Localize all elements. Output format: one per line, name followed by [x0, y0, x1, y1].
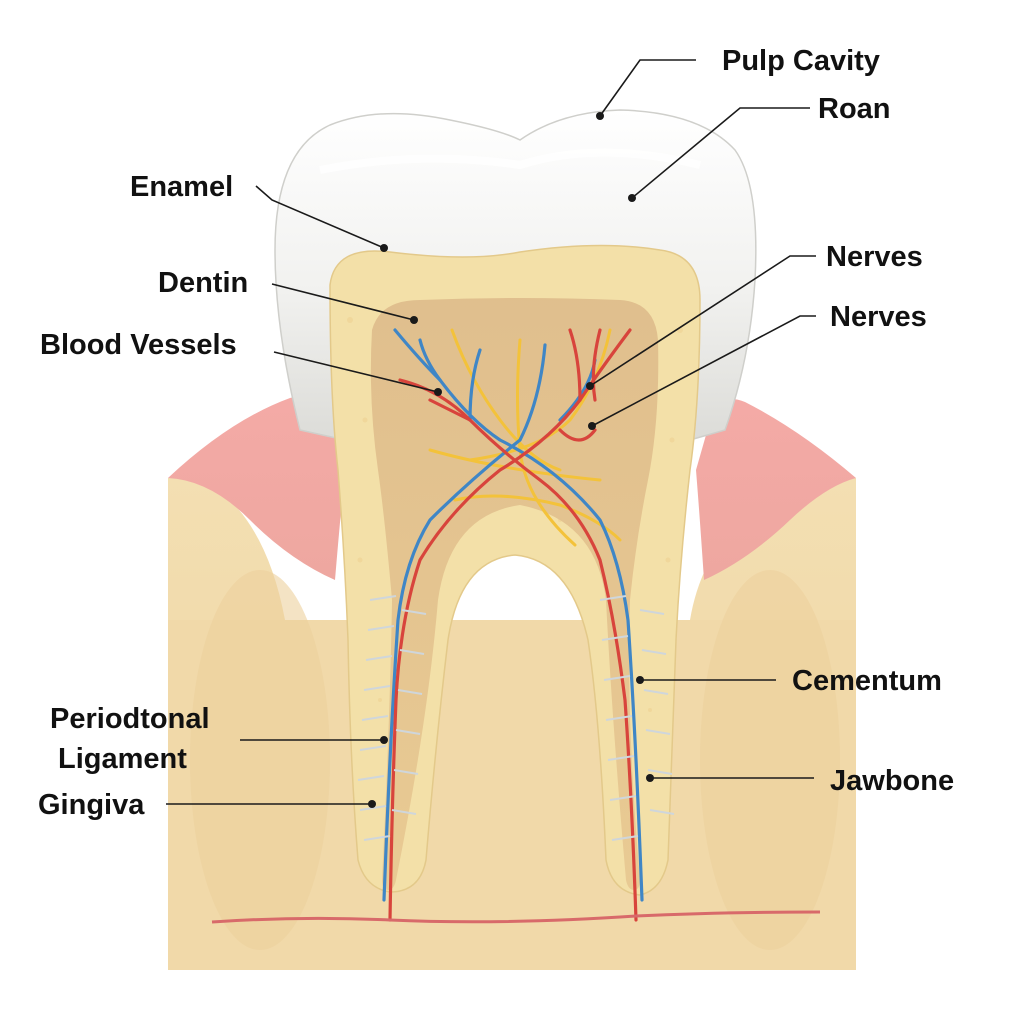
gingiva-right: [696, 398, 856, 580]
gingiva-left: [168, 395, 345, 580]
label-cementum: Cementum: [792, 665, 942, 697]
label-nerves-lower: Nerves: [830, 301, 927, 333]
label-periodontal-line2: Ligament: [58, 743, 187, 775]
label-roan: Roan: [818, 93, 891, 125]
label-blood-vessels: Blood Vessels: [40, 329, 237, 361]
leader-lines: [166, 59, 816, 808]
jawbone-shading-left: [190, 570, 330, 950]
periodontal-fibers-left: [357, 595, 427, 841]
label-dentin: Dentin: [158, 267, 248, 299]
enamel-highlight: [319, 148, 701, 174]
label-nerves-upper: Nerves: [826, 241, 923, 273]
bottom-blood-vessel: [211, 910, 821, 924]
label-pulp-cavity: Pulp Cavity: [722, 45, 880, 77]
periodontal-fibers-right: [599, 595, 675, 841]
label-enamel: Enamel: [130, 171, 233, 203]
pulp-cavity-shape: [370, 298, 659, 890]
label-jawbone: Jawbone: [830, 765, 954, 797]
jawbone-shading-right: [700, 570, 840, 950]
label-periodontal-line1: Periodtonal: [50, 703, 210, 735]
label-gingiva: Gingiva: [38, 789, 145, 821]
arteries-group: [388, 328, 638, 922]
